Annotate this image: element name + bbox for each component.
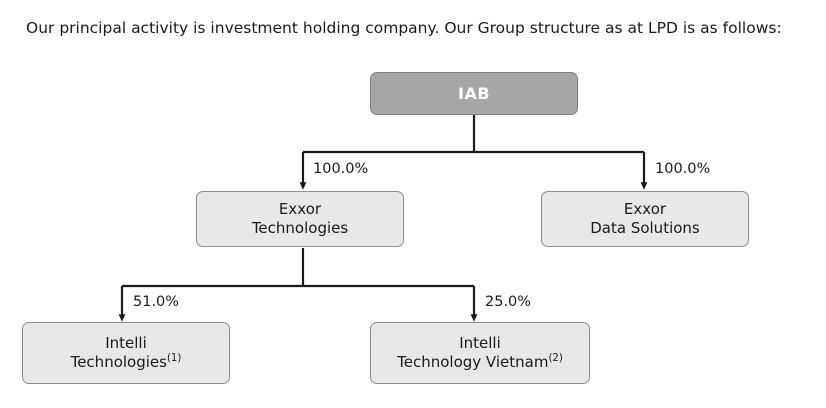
edge-label-iab-exxor-data-solutions: 100.0%	[655, 161, 711, 177]
node-intelli-technologies[interactable]: Intelli Technologies(1)	[22, 322, 230, 384]
node-exxor-data-solutions[interactable]: Exxor Data Solutions	[541, 191, 749, 247]
node-intelli-technologies-footnote: (1)	[166, 353, 182, 364]
node-intelli-technology-vietnam-text: Intelli Technology Vietnam(2)	[397, 334, 563, 372]
node-intelli-technologies-label: Intelli Technologies	[70, 334, 167, 371]
edge-label-iab-exxor-technologies: 100.0%	[313, 161, 369, 177]
node-exxor-data-solutions-label: Exxor Data Solutions	[590, 200, 700, 237]
edge-label-exxor-intelli-vietnam: 25.0%	[485, 294, 532, 310]
intro-paragraph: Our principal activity is investment hol…	[26, 19, 782, 37]
node-intelli-technologies-text: Intelli Technologies(1)	[71, 334, 182, 372]
node-exxor-technologies-label: Exxor Technologies	[251, 200, 349, 237]
node-exxor-technologies[interactable]: Exxor Technologies	[196, 191, 404, 247]
edge-label-exxor-intelli-technologies: 51.0%	[133, 294, 180, 310]
node-intelli-technology-vietnam-footnote: (2)	[548, 353, 563, 364]
node-iab-label: IAB	[457, 83, 491, 103]
node-intelli-technology-vietnam[interactable]: Intelli Technology Vietnam(2)	[370, 322, 590, 384]
node-intelli-technology-vietnam-label: Intelli Technology Vietnam	[397, 334, 549, 371]
node-iab[interactable]: IAB	[370, 72, 578, 115]
